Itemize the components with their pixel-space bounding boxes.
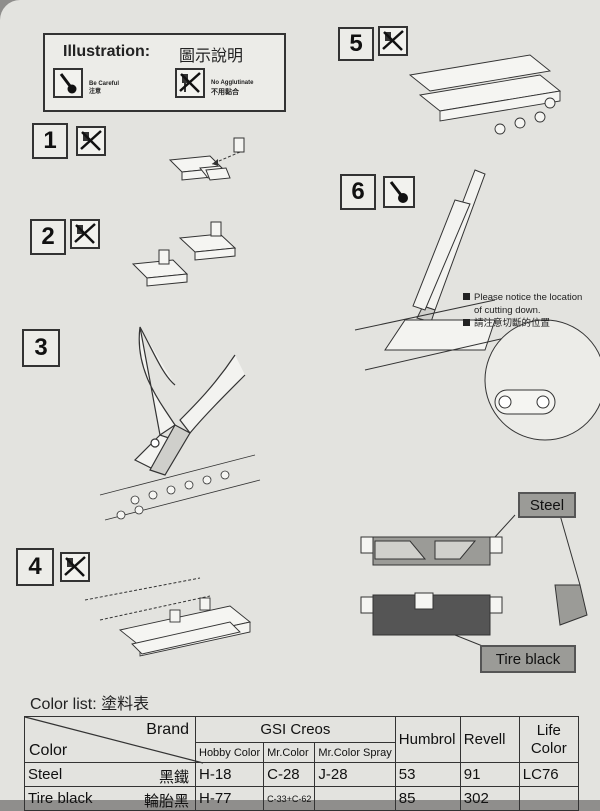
be-careful-label-cn: 注意 bbox=[89, 89, 102, 95]
step-3-number: 3 bbox=[22, 329, 60, 367]
row-humbrol: 85 bbox=[394, 786, 461, 811]
row-name: Tire black bbox=[28, 790, 93, 807]
step-5-no-glue-icon bbox=[378, 26, 408, 56]
step-4-number: 4 bbox=[16, 548, 54, 586]
header-mr-color: Mr.Color bbox=[263, 742, 316, 763]
step-2-no-glue-icon bbox=[70, 219, 100, 249]
row-hobby: H-18 bbox=[194, 762, 265, 787]
step-6-number: 6 bbox=[340, 174, 376, 210]
step-2-number: 2 bbox=[30, 219, 66, 255]
illustration-legend: Illustration: 圖示說明 Be Careful 注意 No Aggl… bbox=[43, 33, 286, 112]
color-list-title: Color list: 塗料表 bbox=[30, 696, 150, 713]
step-1-number: 1 bbox=[32, 123, 68, 159]
no-glue-label-cn: 不用黏合 bbox=[211, 89, 239, 96]
notice-line-cn: 請注意切斷的位置 bbox=[474, 317, 551, 329]
row-life: LC76 bbox=[518, 762, 579, 787]
row-revell: 91 bbox=[459, 762, 520, 787]
step-4-no-glue-icon bbox=[60, 552, 90, 582]
step-3-diagram bbox=[99, 326, 261, 521]
row-spray bbox=[314, 786, 396, 811]
step-5-diagram bbox=[408, 54, 562, 135]
steel-callout: Steel bbox=[518, 492, 576, 518]
be-careful-label: Be Careful bbox=[89, 81, 120, 87]
no-glue-icon bbox=[175, 68, 205, 98]
step-6-diagram bbox=[354, 169, 600, 441]
table-row: Steel 黑鐵 H-18 C-28 J-28 53 91 LC76 bbox=[24, 762, 579, 787]
legend-title: Illustration: bbox=[63, 43, 151, 60]
header-mr-color-spray: Mr.Color Spray bbox=[314, 742, 396, 763]
table-row: Tire black 輪胎黑 H-77 C-33+C-62 85 302 bbox=[24, 786, 579, 811]
notice-line-1: Please notice the location bbox=[474, 292, 583, 303]
row-hobby: H-77 bbox=[194, 786, 265, 811]
row-revell: 302 bbox=[459, 786, 520, 811]
be-careful-icon bbox=[53, 68, 83, 98]
notice-line-2: of cutting down. bbox=[474, 304, 541, 316]
paint-diagram bbox=[360, 514, 588, 648]
row-spray: J-28 bbox=[314, 762, 396, 787]
legend-title-cn: 圖示說明 bbox=[179, 48, 244, 65]
header-hobby-color: Hobby Color bbox=[194, 742, 265, 763]
brand-color-header-cell: Brand Color bbox=[24, 716, 204, 764]
row-life bbox=[518, 786, 579, 811]
step-5-number: 5 bbox=[338, 27, 374, 61]
step-4-diagram bbox=[84, 577, 252, 657]
step-2-diagram bbox=[131, 221, 237, 287]
header-humbrol: Humbrol bbox=[394, 716, 461, 763]
no-glue-label: No Agglutinate bbox=[211, 80, 254, 86]
row-mrcolor: C-28 bbox=[263, 762, 316, 787]
step-1-no-glue-icon bbox=[76, 126, 106, 156]
row-name-cn: 輪胎黑 bbox=[143, 793, 189, 810]
row-name: Steel bbox=[28, 766, 63, 783]
color-table: Brand Color GSI Creos Humbrol Revell Lif… bbox=[24, 716, 579, 811]
row-mrcolor: C-33+C-62 bbox=[263, 786, 316, 811]
cutting-notice: Please notice the location of cutting do… bbox=[463, 292, 582, 330]
header-color: Color bbox=[29, 742, 68, 759]
header-brand: Brand bbox=[146, 721, 189, 738]
step-1-diagram bbox=[168, 137, 245, 181]
tire-black-callout: Tire black bbox=[480, 645, 576, 673]
header-gsi: GSI Creos bbox=[195, 716, 396, 743]
row-name-cn: 黑鐵 bbox=[158, 769, 189, 786]
step-6-be-careful-icon bbox=[383, 176, 415, 208]
row-humbrol: 53 bbox=[394, 762, 461, 787]
header-revell: Revell bbox=[459, 716, 520, 763]
